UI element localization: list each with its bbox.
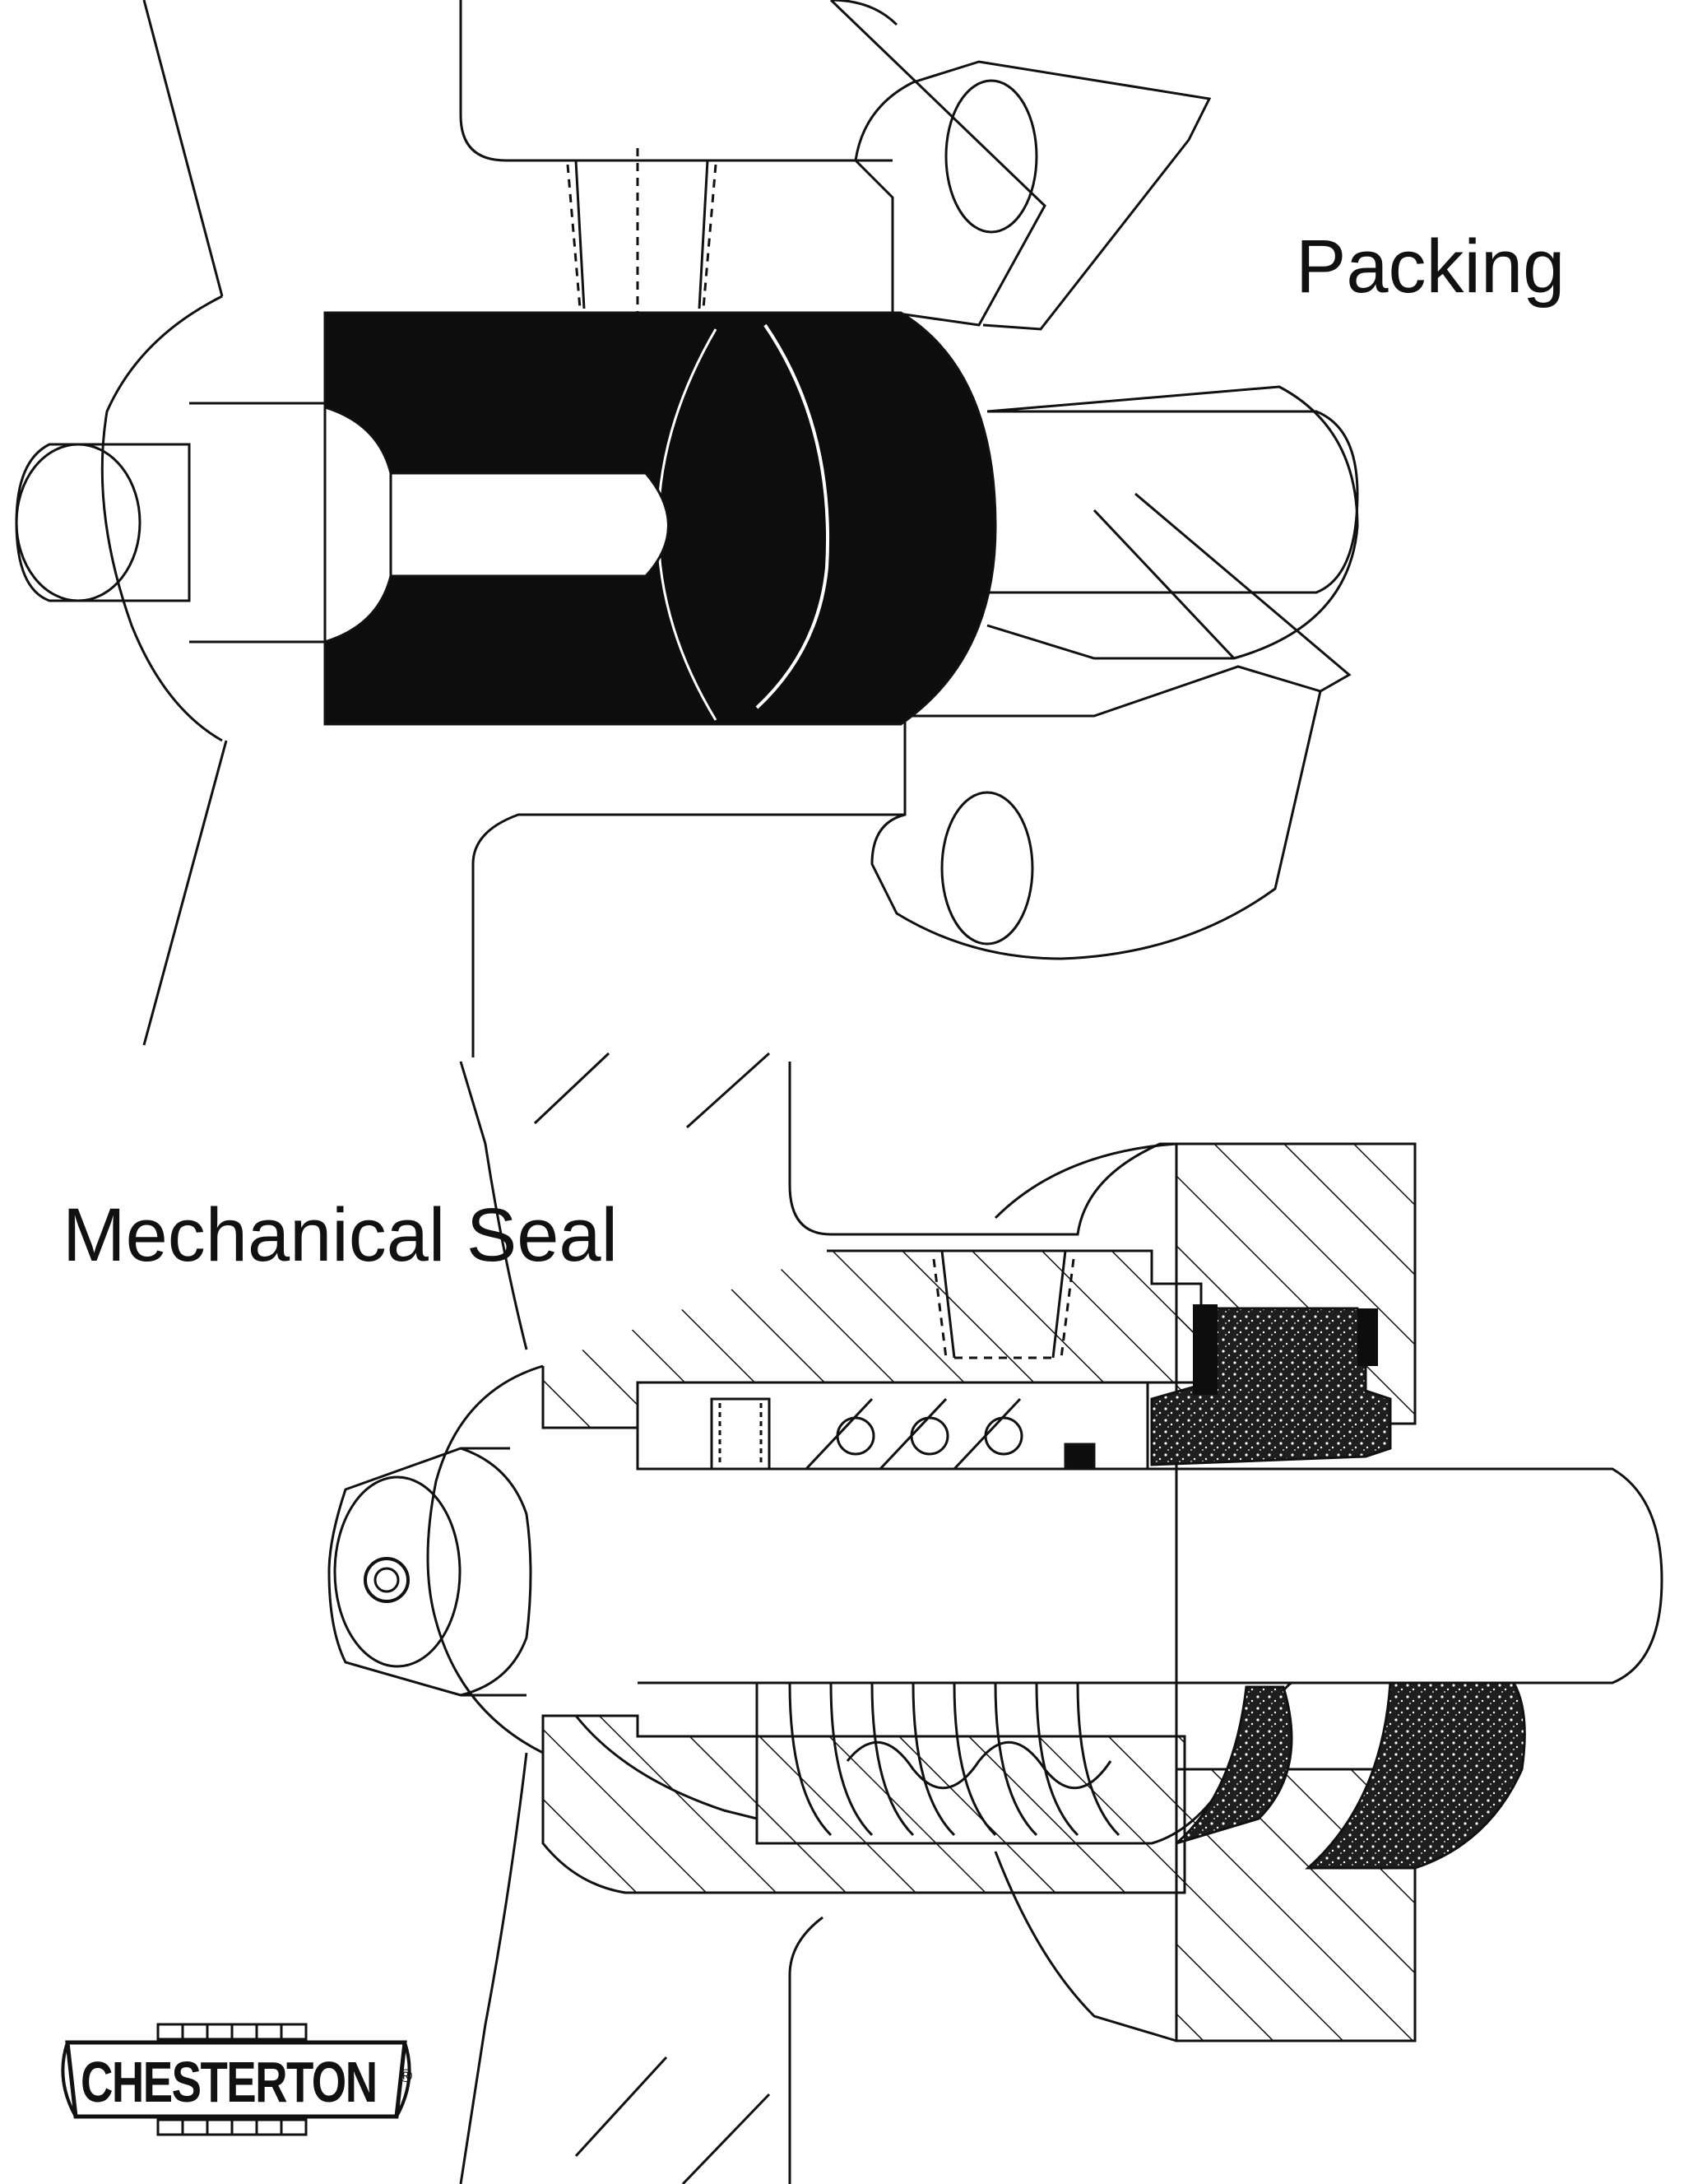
seal-shaft-step [460,1447,532,1697]
packing-flange-outline [854,60,1212,331]
shaft-right [987,410,1359,594]
o-ring [1064,1443,1096,1471]
seal-diagonal-1 [533,1052,771,1129]
seal-gland-upper-curve [994,1142,1177,1220]
packing-label: Packing [1296,225,1566,309]
seal-shaft [638,1467,1663,1684]
shaft-visible-window [389,472,670,578]
seal-casing-bottom [788,1916,823,2184]
packing-flange-lower [870,665,1322,960]
flush-port-dashed [566,148,717,317]
stuffing-box-outline [100,295,223,742]
seal-faces [1150,1304,1526,1870]
packing-rings [323,311,997,726]
chesterton-logo-icon [61,2023,411,2136]
seal-flush-port [940,1250,1067,1359]
seal-stuffing-box-bore [426,1364,544,1754]
gland-right-body [986,385,1359,660]
set-screw [710,1397,771,1471]
seal-shaft-tapped-hole [364,1557,410,1603]
spring-top-diagonals [805,1397,1022,1471]
gland-diagonal [1093,492,1352,693]
seal-casing-hatched-lower [541,1714,1186,1894]
packing-ring-divider-1 [755,323,830,709]
seat-gasket-right [1357,1308,1378,1366]
seal-casing-left-upper [459,1061,528,1350]
casing-lower [471,813,905,1057]
rotating-face-lower [1176,1685,1293,1845]
shaft-body [189,402,327,644]
packing-assembly [15,0,1359,1057]
lower-bolt-hole [940,791,1034,946]
seal-flush-port-dashed [932,1258,1075,1359]
set-screw-dash [718,1403,763,1465]
casing-left-lower [142,740,228,1046]
spring-loops-lower [846,1740,1112,1790]
pump-casing-outline [142,0,1046,327]
seal-shaft-end-face [333,1475,462,1668]
seal-lower-diagonals [574,2056,771,2184]
seat-black-gasket [1193,1304,1218,1395]
mechanical-seal-label: Mechanical Seal [63,1193,619,1277]
stationary-seat-lower [1305,1681,1526,1870]
seal-shaft-end [327,1447,527,1697]
seal-casing-top [788,1062,1417,1333]
chesterton-logo: CHESTERTON ® [51,2018,438,2141]
seal-retainer-curve [574,1715,758,1820]
registered-mark: ® [399,2066,413,2086]
chesterton-wordmark: CHESTERTON [81,2050,378,2114]
spring-coils-lower [788,1682,1120,1837]
flush-port [574,160,709,309]
shaft-end-face [15,443,141,602]
seal-casing-left-lower [459,1752,528,2184]
upper-bolt-hole [944,79,1038,234]
